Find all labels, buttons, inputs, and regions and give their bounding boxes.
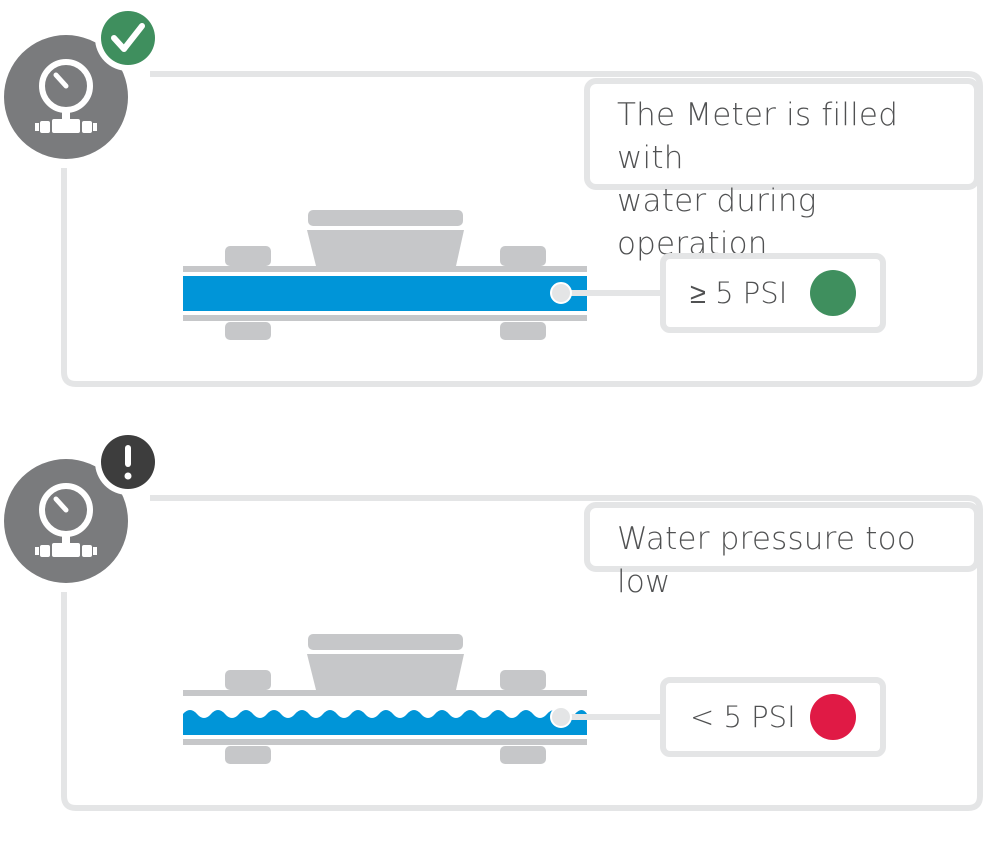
pressure-indicator: < 5 PSI	[660, 677, 886, 757]
panel-low-graphic	[4, 429, 983, 811]
frame-outline	[61, 495, 983, 811]
water-fill	[183, 276, 587, 311]
water-meter-pipe	[183, 210, 587, 340]
connector-dot	[550, 282, 572, 304]
panel-normal-graphic	[4, 5, 983, 387]
wavy-water-fill	[183, 710, 587, 735]
pressure-indicator: ≥ 5 PSI	[660, 253, 886, 333]
frame-outline	[61, 71, 983, 387]
meter-gauge-icon	[4, 459, 128, 583]
description-label: The Meter is filled with water during op…	[584, 78, 980, 262]
pressure-value: < 5 PSI	[690, 700, 796, 734]
check-icon	[666, 260, 856, 316]
water-meter-pipe	[183, 634, 587, 764]
panel-normal-pressure: The Meter is filled with water during op…	[4, 5, 983, 387]
meter-gauge-icon	[4, 35, 128, 159]
panel-low-pressure: Water pressure too low < 5 PSI	[0, 424, 1003, 848]
x-icon	[667, 684, 856, 740]
connector-dot	[550, 706, 572, 728]
description-label: Water pressure too low	[584, 502, 980, 600]
pressure-value: ≥ 5 PSI	[690, 275, 788, 310]
exclamation-badge-icon	[95, 429, 161, 495]
check-badge-icon	[95, 5, 161, 71]
